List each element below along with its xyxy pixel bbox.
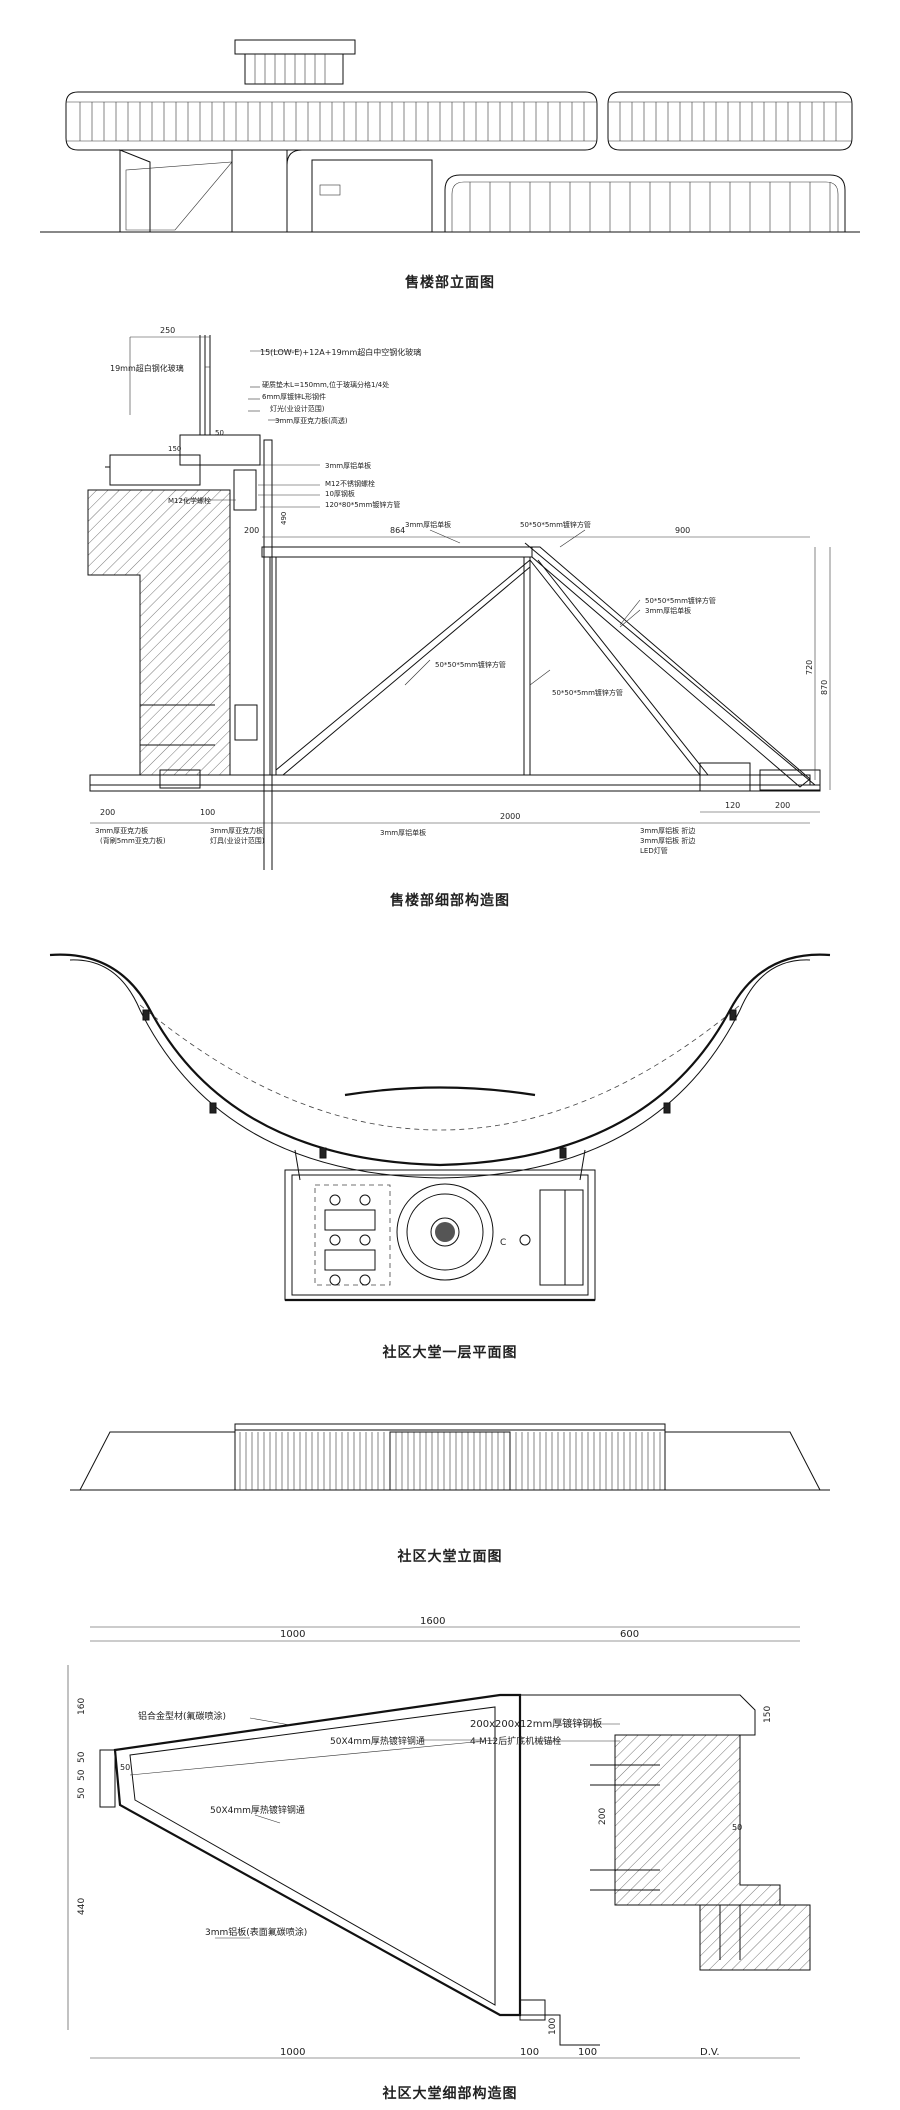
dim-50-c: 50 [77,1787,87,1799]
dim-100-vertical: 100 [548,2018,558,2035]
note-acrylic-mid: 3mm厚亚克力板 [210,826,263,835]
sales-office-detail-panel: 250 864 [0,315,900,870]
caption-lobby-detail: 社区大堂细部构造图 [382,2086,518,2102]
dim-100-a: 100 [520,2047,539,2058]
dim-200-top: 200 [244,526,259,535]
caption-sales-elevation: 售楼部立面图 [405,275,495,291]
note-lighting: 灯光(业设计范围) [270,404,325,413]
note-galv-tube-mid: 50X4mm厚热镀锌钢通 [210,1804,305,1816]
note-aluminium-bottom: 3mm厚铝单板 [380,828,426,837]
dim-50-b: 50 [77,1769,87,1781]
note-tube-diag: 50*50*5mm镀锌方管 [435,660,506,669]
sales-office-elevation-drawing [40,39,860,233]
note-steel-plate: 10厚钢板 [325,489,355,498]
sales-office-detail-drawing: 250 864 [87,326,831,870]
note-aluminium-profile: 铝合金型材(氟碳喷涂) [138,1710,226,1722]
dim-490: 490 [280,512,288,525]
note-glass-tempered: 19mm超白钢化玻璃 [110,363,184,373]
note-led: LED灯管 [640,846,668,855]
dim-120: 120 [725,801,740,810]
dim-2000: 2000 [500,812,520,821]
dim-small-50-a: 50 [120,1763,130,1772]
lobby-elevation-panel [0,1410,900,1530]
note-tube-top: 50*50*5mm镀锌方管 [520,520,591,529]
note-ss-bolt: M12不锈钢螺栓 [325,479,375,488]
note-fold-2: 3mm厚铝板 折边 [640,836,695,845]
lobby-detail-panel: 1600 1000 600 160 50 50 50 440 [0,1615,900,2075]
note-chem-bolt: M12化学螺栓 [168,496,211,505]
note-tube-diag2: 50*50*5mm镀锌方管 [552,688,623,697]
note-aluminium-beam: 3mm厚铝单板 [405,520,451,529]
plan-symbol: C [500,1238,506,1248]
caption-sales-detail: 售楼部细部构造图 [390,893,510,909]
note-steel-plate: 200x200x12mm厚镀锌钢板 [470,1717,602,1730]
dim-864: 864 [390,526,405,535]
dim-160: 160 [77,1698,87,1715]
note-rect-tube: 120*80*5mm镀锌方管 [325,500,400,509]
note-aluminium-sheet: 3mm铝板(表面氟碳喷涂) [205,1926,307,1938]
dim-1000-top: 1000 [280,1629,305,1640]
dim-900: 900 [675,526,690,535]
dim-1600: 1600 [420,1616,445,1627]
note-acrylic-bottom: 3mm厚亚克力板 [95,826,148,835]
note-wood-block: 硬质垫木L=150mm,位于玻璃分格1/4处 [262,380,389,389]
note-acrylic-clear: 3mm厚亚克力板(高透) [275,416,348,425]
dim-50-a: 50 [77,1751,87,1763]
note-aluminium-slope: 3mm厚铝单板 [645,606,691,615]
note-acrylic-back: (背刷5mm亚克力板) [100,836,166,845]
caption-lobby-plan: 社区大堂一层平面图 [382,1345,518,1361]
dim-150: 150 [168,445,181,453]
lobby-plan-drawing: C [49,953,831,1302]
lobby-elevation-drawing [70,1423,830,1491]
dim-720: 720 [805,660,814,675]
dim-150-right: 150 [763,1706,773,1723]
dim-small-50-b: 50 [732,1823,742,1832]
dim-870: 870 [820,680,829,695]
note-fixture: 灯具(业设计范围) [210,836,265,845]
dim-440: 440 [77,1898,87,1915]
caption-lobby-elevation: 社区大堂立面图 [397,1549,503,1565]
note-aluminium-top: 3mm厚铝单板 [325,461,371,470]
note-tube-slope: 50*50*5mm镀锌方管 [645,596,716,605]
dim-250: 250 [160,326,175,335]
note-fold-1: 3mm厚铝板 折边 [640,826,695,835]
note-l-steel: 6mm厚镀锌L形钢件 [262,392,326,401]
dim-100: 100 [200,808,215,817]
lobby-plan-panel: C [0,940,900,1320]
note-anchor-bolts: 4-M12后扩底机械锚栓 [470,1735,561,1747]
dim-50: 50 [215,429,224,437]
dim-200-right: 200 [598,1808,608,1825]
dim-600: 600 [620,1629,639,1640]
note-glass-insulated: 15(LOW-E)+12A+19mm超白中空钢化玻璃 [260,347,421,357]
dim-dv: D.V. [700,2047,720,2058]
lobby-detail-drawing: 1600 1000 600 160 50 50 50 440 [67,1616,811,2059]
sales-office-elevation-panel [0,0,900,250]
dim-200-c: 200 [100,808,115,817]
dim-200-b: 200 [775,801,790,810]
note-galv-tube-top: 50X4mm厚热镀锌钢通 [330,1735,425,1747]
dim-1000-bottom: 1000 [280,2047,305,2058]
dim-100-b: 100 [578,2047,597,2058]
